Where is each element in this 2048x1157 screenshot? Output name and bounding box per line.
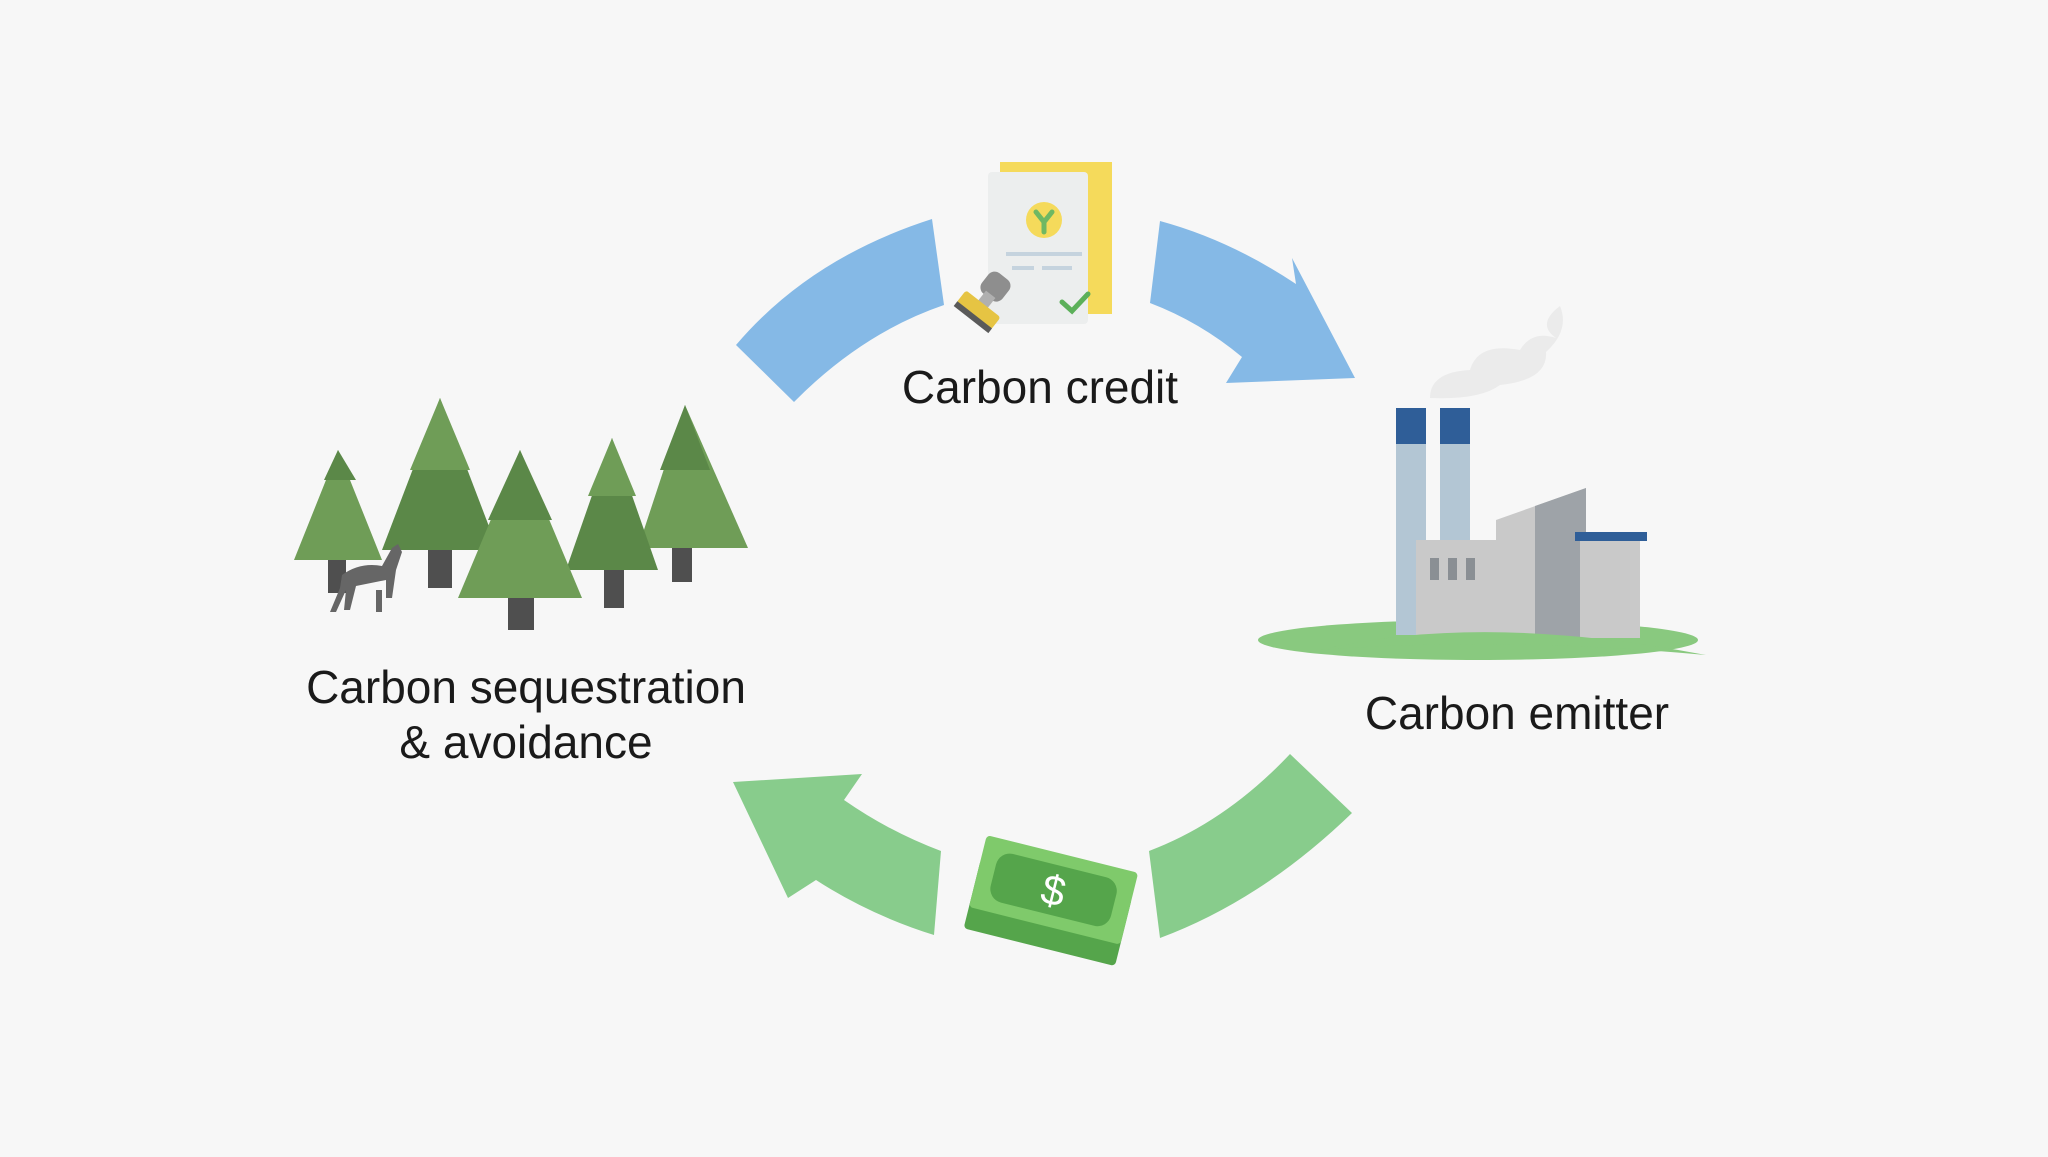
stamp-icon — [953, 271, 1011, 334]
carbon-emitter-label: Carbon emitter — [1364, 687, 1670, 739]
blue-arrow-right-segment — [1150, 221, 1355, 383]
carbon-sequestration-label-line-2: & avoidance — [399, 716, 653, 768]
green-arrow-right-segment — [1149, 754, 1352, 938]
forest-icon — [294, 398, 748, 630]
carbon-credit-label: Carbon credit — [901, 361, 1179, 413]
certificate-icon — [988, 162, 1112, 324]
green-arrow-left-segment — [733, 774, 941, 935]
banknotes-icon: $ — [964, 836, 1138, 966]
carbon-sequestration-label: Carbon sequestration & avoidance — [226, 660, 826, 770]
checkmark-icon — [1059, 291, 1091, 315]
factory-icon — [1258, 408, 1706, 660]
blue-arrow-left-segment — [736, 219, 944, 402]
smoke-icon — [1430, 306, 1563, 399]
deer-icon — [330, 544, 402, 612]
carbon-sequestration-label-line-1: Carbon sequestration — [306, 661, 746, 713]
